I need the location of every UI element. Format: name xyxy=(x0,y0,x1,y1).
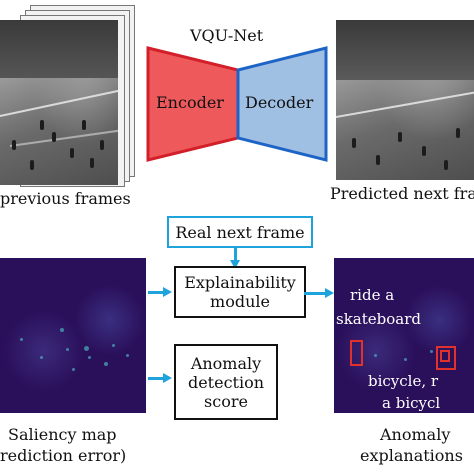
bicycle-highlight-inner xyxy=(440,350,450,362)
explainability-line1: Explainability xyxy=(184,273,296,292)
bicycle-annotation-line2: a bicycl xyxy=(382,394,441,412)
skateboard-annotation-line2: skateboard xyxy=(336,310,421,328)
real-frame-arrow xyxy=(230,247,240,269)
anomaly-score-line1: Anomaly xyxy=(190,353,262,373)
predicted-frame-image xyxy=(336,20,474,180)
skateboard-annotation-line1: ride a xyxy=(350,286,395,304)
explainability-module-box: Explainability module xyxy=(174,266,306,318)
saliency-to-score-arrow xyxy=(148,373,172,383)
real-next-frame-box: Real next frame xyxy=(167,216,313,248)
anomaly-score-line2: detection xyxy=(187,372,265,392)
predicted-next-caption: Predicted next fra xyxy=(330,184,474,203)
anomaly-score-line3: score xyxy=(204,391,248,411)
bicycle-highlight-box xyxy=(436,346,456,370)
anomaly-explanations-image xyxy=(334,258,474,413)
decoder-label: Decoder xyxy=(245,93,314,112)
encoder-label: Encoder xyxy=(156,93,224,112)
saliency-caption-line2: rediction error) xyxy=(0,446,127,465)
explainability-to-explanations-arrow xyxy=(304,288,334,298)
anomaly-caption-line2: explanations xyxy=(360,446,463,465)
explainability-line2: module xyxy=(210,292,270,311)
bicycle-annotation-line1: bicycle, r xyxy=(368,372,439,390)
previous-frame-image xyxy=(0,20,118,185)
anomaly-caption-line1: Anomaly xyxy=(380,425,451,444)
saliency-caption-line1: Saliency map xyxy=(8,425,117,444)
decoder-trapezoid xyxy=(236,46,328,162)
saliency-to-explainability-arrow xyxy=(148,287,172,297)
vqu-net-diagram xyxy=(146,46,328,162)
network-title: VQU-Net xyxy=(190,26,264,45)
anomaly-detection-score-box: Anomaly detection score xyxy=(174,344,278,420)
previous-frames-caption: previous frames xyxy=(0,189,131,208)
skateboard-highlight-box xyxy=(350,340,363,366)
saliency-map-image xyxy=(0,258,146,413)
